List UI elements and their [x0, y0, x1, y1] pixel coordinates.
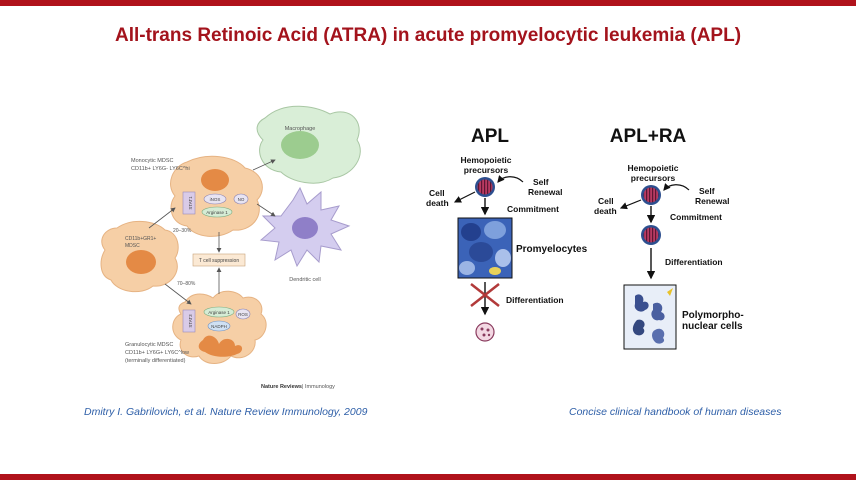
- source-rest: | Immunology: [302, 384, 335, 390]
- inos-label: iNOS: [210, 197, 221, 202]
- apl-self-renewal-arrow: [497, 175, 524, 183]
- slide-title: All-trans Retinoic Acid (ATRA) in acute …: [114, 25, 742, 46]
- mdsc-diagram: Macrophage STAT1 iNOS NO Arginase 1 Mono…: [100, 105, 361, 390]
- aplra-self-1: Self: [699, 186, 715, 196]
- pmn-nucleus: [632, 319, 645, 336]
- stat1-label: STAT1: [188, 196, 193, 210]
- apl-commitment-label: Commitment: [507, 204, 559, 214]
- apl-differentiation-label: Differentiation: [506, 295, 564, 305]
- stat3-box: [182, 309, 196, 333]
- promyelocyte-blob: [484, 221, 506, 239]
- pmn-nucleus: [651, 302, 665, 321]
- tcell-suppression-box: [192, 253, 246, 267]
- granule: [482, 333, 486, 337]
- apl-hemopoietic-1: Hemopoietic: [460, 155, 511, 165]
- apl-cell-death-2: death: [426, 198, 449, 208]
- apl-cell-death-1: Cell: [429, 188, 445, 198]
- aplra-commitment-label: Commitment: [670, 212, 722, 222]
- aplra-cell-death-1: Cell: [598, 196, 614, 206]
- top-accent-bar: [0, 0, 856, 6]
- promyelocyte-blob: [459, 261, 475, 275]
- granulocytic-label-2: CD11b+ LY6G+ LY6C^low: [125, 350, 189, 356]
- inos-box: [203, 193, 227, 205]
- promyelocyte-blob: [489, 267, 501, 275]
- pct-bottom-label: 70–80%: [177, 281, 196, 287]
- arrow-to-macrophage: [252, 159, 276, 171]
- aplra-hemopoietic-2: precursors: [631, 173, 676, 183]
- nadph-label: NADPH: [211, 324, 227, 329]
- aplra-cell-death-2: death: [594, 206, 617, 216]
- block-x-line-2: [470, 283, 500, 307]
- aplra-promyelocyte-nucleus: [643, 227, 659, 243]
- arrow-to-monocytic: [148, 207, 176, 229]
- monocytic-nucleus: [201, 169, 229, 191]
- ros-box: [235, 308, 251, 320]
- apl-precursor-nucleus: [477, 179, 493, 195]
- macrophage-label: Macrophage: [285, 126, 316, 132]
- stat1-box: [182, 191, 196, 215]
- aplra-self-renewal-arrow: [663, 183, 690, 191]
- granule: [480, 327, 484, 331]
- promyelocyte-blob: [461, 223, 481, 241]
- monocytic-label-1: Monocytic MDSC: [131, 158, 174, 164]
- no-box: [233, 193, 249, 205]
- aplra-cell-death-arrow: [619, 199, 642, 210]
- dendritic-label: Dendritic cell: [289, 277, 320, 283]
- macrophage-nucleus: [281, 131, 319, 159]
- granulocytic-label-3: (terminally differentiated): [125, 358, 186, 364]
- source-bold: Nature Reviews: [261, 384, 302, 390]
- yellow-pointer: [667, 288, 673, 296]
- granulocytic-nucleus: [198, 335, 243, 357]
- apl-diagram: APL Hemopoietic precursors Self Renewal …: [426, 126, 744, 350]
- aplra-hemopoietic-1: Hemopoietic: [627, 163, 678, 173]
- arginase-bottom-box: [203, 306, 235, 318]
- bottom-accent-bar: [0, 474, 856, 480]
- granule: [486, 328, 490, 332]
- citation-left: Dmitry I. Gabrilovich, et al. Nature Rev…: [84, 406, 368, 418]
- arginase-top-label: Arginase 1: [206, 210, 228, 215]
- no-label: NO: [238, 197, 245, 202]
- polymorphonuclear-label-2: nuclear cells: [682, 321, 743, 332]
- dendritic-nucleus: [292, 217, 318, 239]
- apl-hemopoietic-2: precursors: [464, 165, 509, 175]
- polymorphonuclear-image: [623, 284, 677, 350]
- granulocytic-label-1: Granulocytic MDSC: [125, 342, 173, 348]
- monocytic-label-2: CD11b+ LY6G- LY6C^hi: [131, 166, 190, 172]
- pct-top-label: 20–30%: [173, 228, 192, 234]
- citation-right: Concise clinical handbook of human disea…: [569, 406, 782, 418]
- arrow-to-dendritic: [256, 203, 276, 217]
- cd11b-label-2: MDSC: [125, 243, 140, 249]
- promyelocyte-blob: [469, 242, 493, 262]
- nadph-box: [207, 320, 231, 332]
- cd11b-label-1: CD11b+GR1+: [125, 236, 156, 242]
- promyelocyte-blob: [495, 249, 511, 267]
- aplra-self-2: Renewal: [695, 196, 730, 206]
- apl-self-2: Renewal: [528, 187, 563, 197]
- arginase-bottom-label: Arginase 1: [208, 310, 230, 315]
- cd11b-nucleus: [126, 250, 156, 274]
- apl-heading: APL: [471, 126, 509, 147]
- pmn-nucleus: [634, 294, 649, 312]
- apl-self-1: Self: [533, 177, 549, 187]
- arginase-top-box: [201, 206, 233, 218]
- aplra-heading: APL+RA: [610, 126, 687, 147]
- apl-blocked-cell: [475, 322, 495, 342]
- aplra-precursor-nucleus: [643, 187, 659, 203]
- promyelocytes-label: Promyelocytes: [516, 244, 588, 255]
- polymorphonuclear-label-1: Polymorpho-: [682, 310, 744, 321]
- apl-cell-death-arrow: [453, 191, 476, 203]
- pmn-nucleus: [652, 328, 665, 344]
- granule: [487, 333, 491, 337]
- ros-label: ROS: [238, 312, 248, 317]
- stat3-label: STAT3: [188, 314, 193, 328]
- tcell-suppression-label: T cell suppression: [199, 258, 239, 264]
- arrow-to-granulocytic: [164, 283, 192, 305]
- aplra-differentiation-label: Differentiation: [665, 257, 723, 267]
